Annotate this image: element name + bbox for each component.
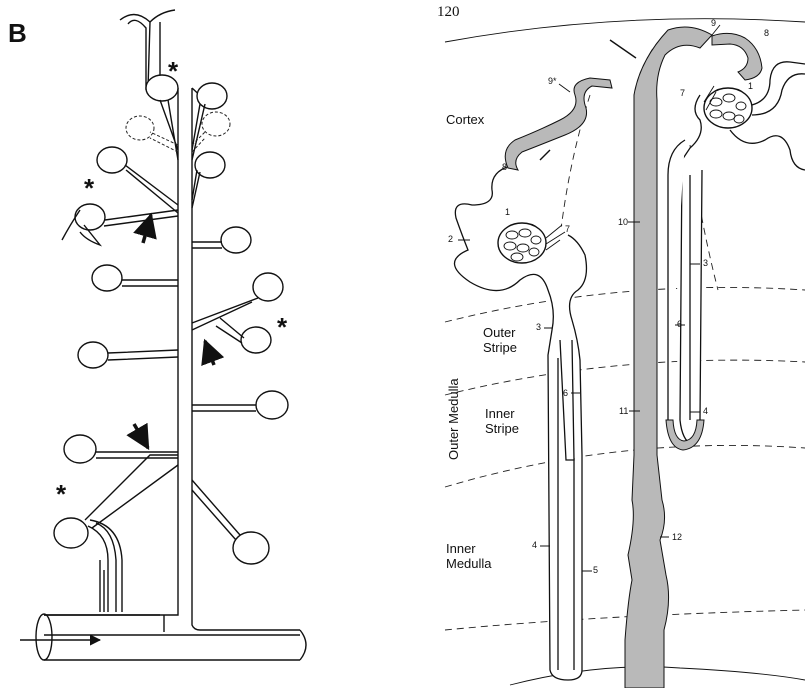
segment-number: 1 [748, 81, 753, 91]
inner-medulla-line1: Inner [446, 541, 476, 556]
segment-number: 3 [703, 258, 708, 268]
page-number: 120 [437, 4, 460, 20]
segment-number: 12 [672, 532, 682, 542]
long-loop-nephron [454, 78, 612, 680]
segment-number: 4 [703, 406, 708, 416]
segment-number: 6 [563, 388, 568, 398]
inner-stripe-line2: Stripe [485, 421, 519, 436]
segment-number: 9* [548, 76, 557, 86]
segment-number: 3 [536, 322, 541, 332]
segment-number: 8 [502, 162, 507, 172]
segment-number: 1 [505, 207, 510, 217]
segment-number: 2 [448, 234, 453, 244]
arterial-trunk [20, 88, 306, 660]
segment-number: 8 [764, 28, 769, 38]
segment-number: 7 [565, 224, 570, 234]
segment-number: 11 [619, 406, 628, 416]
segment-number: 7 [680, 88, 685, 98]
segment-number: 10 [618, 217, 628, 227]
outer-stripe-line1: Outer [483, 325, 516, 340]
segment-number: 6 [677, 319, 682, 329]
short-loop-nephron [666, 33, 805, 450]
asterisk-marker: * [56, 479, 67, 509]
segment-number: 5 [593, 565, 598, 575]
segment-number: 4 [532, 540, 537, 550]
outer-stripe-line2: Stripe [483, 340, 517, 355]
inner-stripe-line1: Inner [485, 406, 515, 421]
asterisk-marker: * [277, 312, 288, 342]
left-schematic: B [8, 10, 306, 660]
asterisk-marker: * [168, 56, 179, 86]
zone-label-cortex: Cortex [446, 112, 485, 127]
inner-medulla-line2: Medulla [446, 556, 492, 571]
zone-label-outer-medulla: Outer Medulla [446, 378, 461, 460]
segment-number: 9 [711, 18, 716, 28]
asterisk-marker: * [84, 173, 95, 203]
panel-label: B [8, 18, 27, 48]
